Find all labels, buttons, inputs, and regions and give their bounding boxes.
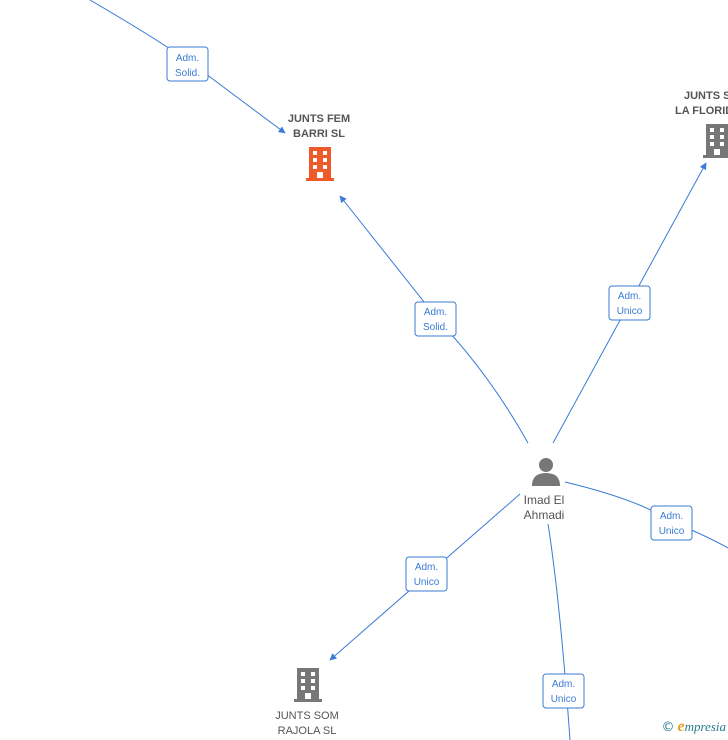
empresia-watermark: ©empresia (661, 718, 726, 736)
edge-imad-to-right (564, 481, 728, 549)
edge-label-line: Adm. (424, 307, 447, 318)
node-junts-la-florida[interactable]: JUNTS S LA FLORID (675, 90, 728, 158)
edge-label-line: Unico (551, 694, 577, 705)
edge-label-line: Adm. (660, 511, 683, 522)
brand-initial: e (677, 718, 685, 735)
edge-label-imad-bottom: Adm. Unico (542, 673, 585, 709)
edge-label-line: Adm. (415, 562, 438, 573)
edge-label-imad-florida: Adm. Unico (608, 285, 651, 321)
node-junts-fem-barri[interactable]: JUNTS FEM BARRI SL (288, 113, 350, 181)
edge-label-line: Solid. (423, 322, 448, 333)
edge-label-line: Adm. (552, 679, 575, 690)
node-junts-som-rajola[interactable]: JUNTS SOM RAJOLA SL (275, 668, 339, 737)
building-icon (703, 124, 728, 158)
building-icon (306, 147, 334, 181)
edge-label-line: Unico (414, 577, 440, 588)
person-icon (532, 458, 560, 486)
edge-label-imad-som: Adm. Unico (405, 556, 448, 592)
edge-label-imad-fem: Adm. Solid. (414, 301, 457, 337)
node-label-line: JUNTS S (684, 90, 728, 102)
node-label-line: Ahmadi (524, 508, 565, 522)
edge-label-offtop: Adm. Solid. (166, 46, 209, 82)
node-label-line: LA FLORID (675, 105, 728, 117)
building-icon (294, 668, 322, 702)
node-label-line: Imad El (524, 493, 565, 507)
node-imad-el-ahmadi[interactable]: Imad El Ahmadi (524, 458, 565, 522)
node-label-line: BARRI SL (293, 128, 345, 140)
edge-label-line: Solid. (175, 68, 200, 79)
node-label-line: JUNTS SOM (275, 710, 339, 722)
brand-name: mpresia (684, 719, 726, 734)
node-label-line: JUNTS FEM (288, 113, 350, 125)
edge-label-line: Adm. (618, 291, 641, 302)
edge-label-line: Adm. (176, 53, 199, 64)
edge-label-line: Unico (617, 306, 643, 317)
copyright-symbol: © (661, 720, 675, 735)
node-label-line: RAJOLA SL (278, 725, 337, 737)
edge-label-imad-right: Adm. Unico (650, 505, 693, 541)
edge-label-line: Unico (659, 526, 685, 537)
